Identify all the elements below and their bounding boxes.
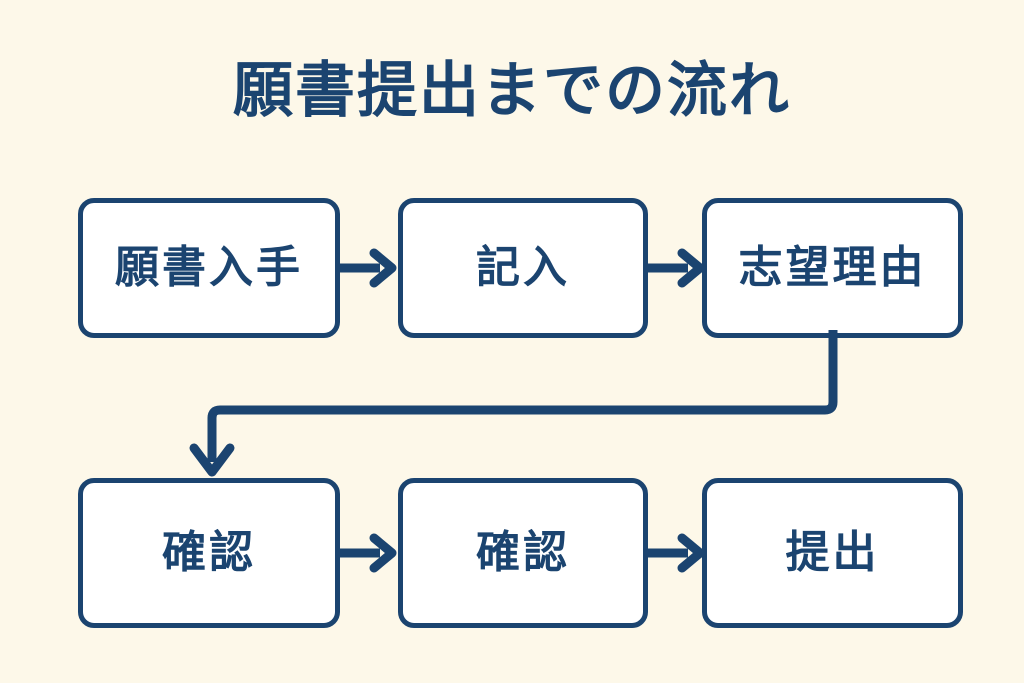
- page-title: 願書提出までの流れ: [233, 56, 791, 126]
- flow-node-label: 記入: [476, 242, 570, 293]
- flow-node-step-4[interactable]: 確認: [78, 478, 340, 628]
- flow-node-label: 志望理由: [738, 242, 927, 293]
- arrow-right-icon-step4-to-step5: [336, 531, 398, 575]
- flow-node-step-6[interactable]: 提出: [702, 478, 963, 628]
- flow-node-step-5[interactable]: 確認: [398, 478, 648, 628]
- flow-node-label: 確認: [476, 527, 570, 578]
- flow-node-step-3[interactable]: 志望理由: [702, 198, 963, 338]
- flow-node-label: 願書入手: [115, 242, 303, 293]
- arrow-right-icon-step2-to-step3: [644, 246, 706, 290]
- flow-node-label: 提出: [785, 527, 880, 578]
- arrow-right-icon-step5-to-step6: [644, 531, 706, 575]
- flow-node-label: 確認: [162, 527, 256, 578]
- flow-node-step-1[interactable]: 願書入手: [78, 198, 340, 338]
- arrow-elbow-icon-step3-to-step4: [180, 330, 880, 490]
- flow-node-step-2[interactable]: 記入: [398, 198, 648, 338]
- arrow-right-icon-step1-to-step2: [336, 246, 398, 290]
